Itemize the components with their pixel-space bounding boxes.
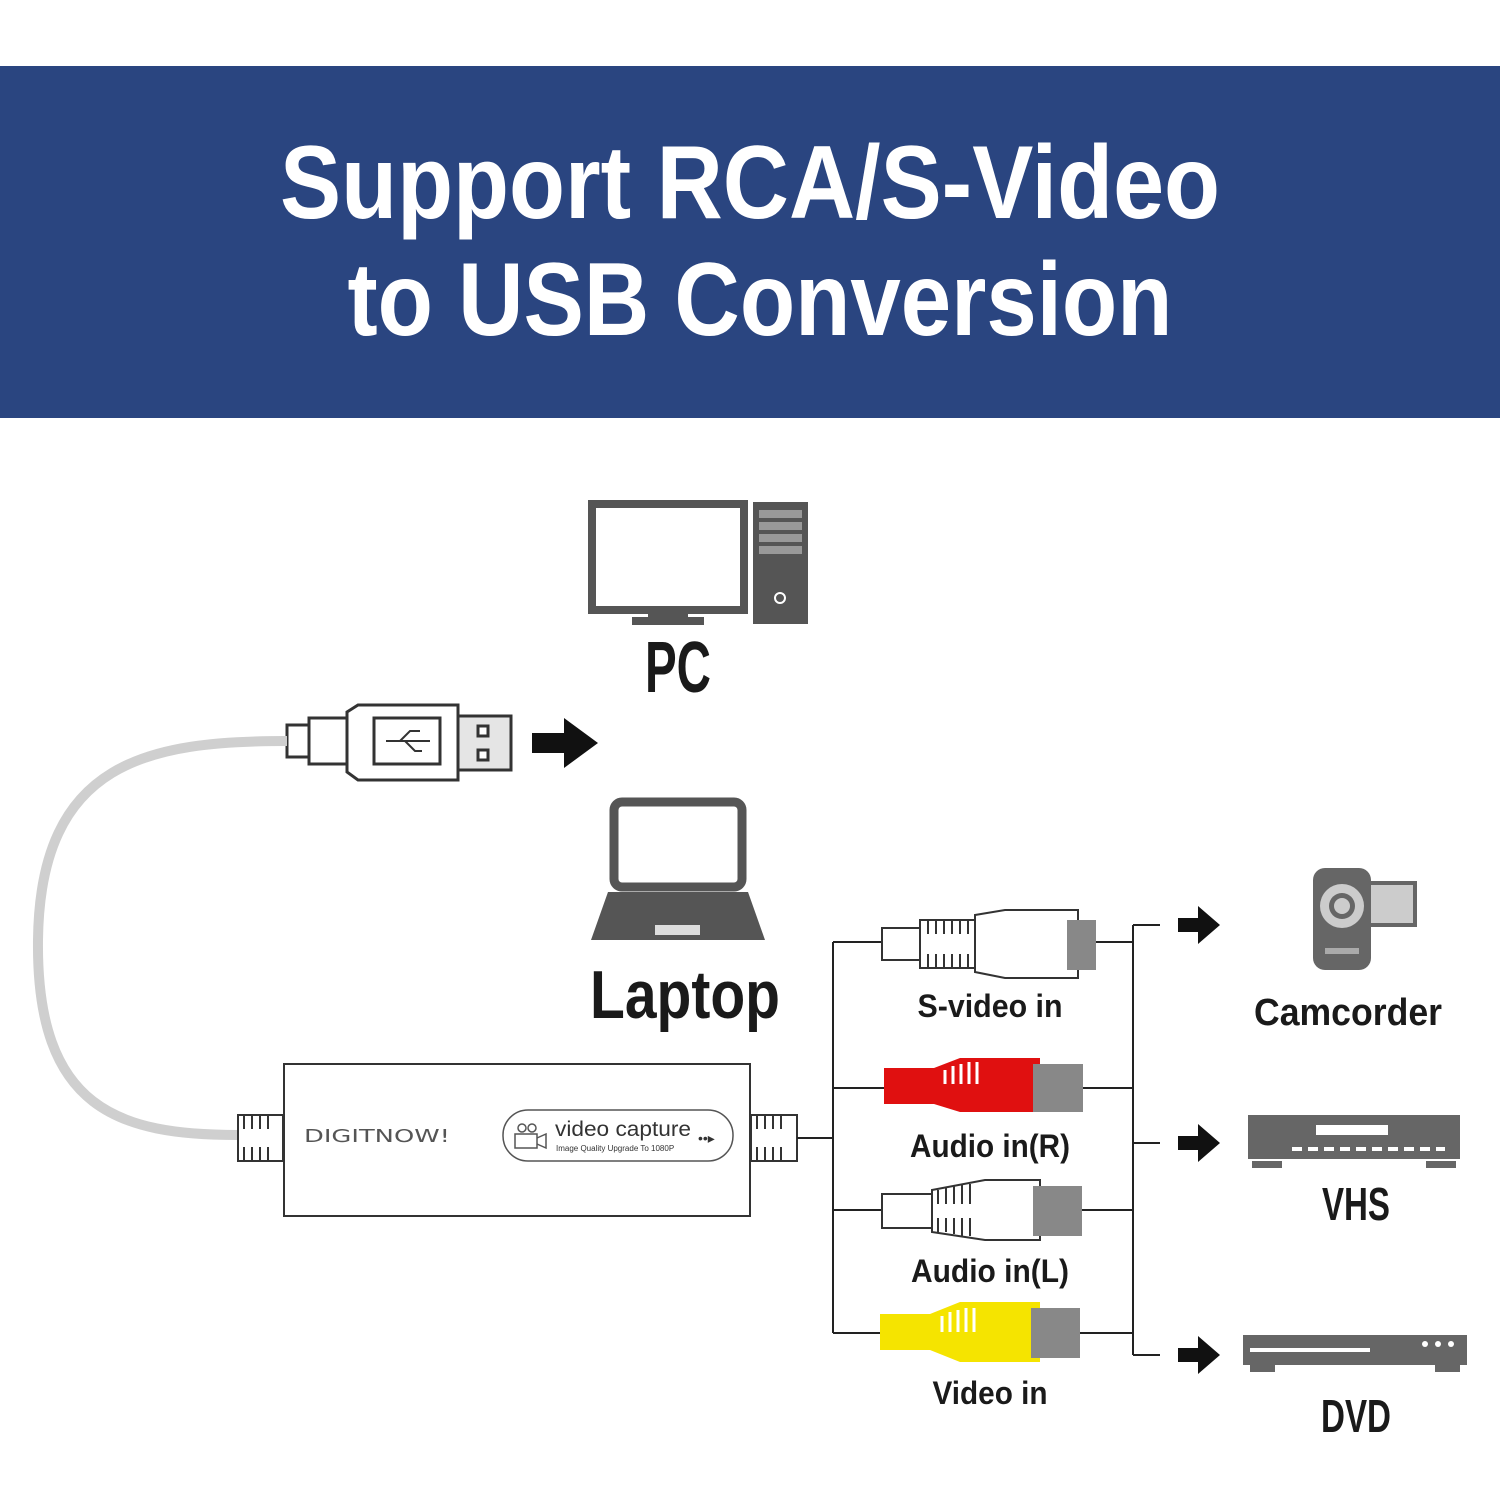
s-video-label: S-video in bbox=[918, 988, 1063, 1024]
dvd-label: DVD bbox=[1321, 1390, 1391, 1442]
usb-plug-icon bbox=[285, 703, 513, 782]
arrow-camcorder-icon bbox=[1178, 906, 1220, 944]
header-band bbox=[0, 66, 1500, 418]
video-connector bbox=[880, 1302, 1080, 1362]
vhs-label: VHS bbox=[1322, 1178, 1390, 1230]
laptop-icon bbox=[591, 797, 765, 940]
pc-label: PC bbox=[645, 628, 711, 708]
s-video-connector bbox=[881, 909, 1096, 979]
brand-logo: DIGITNOW! bbox=[304, 1126, 450, 1147]
product-name: video capture bbox=[555, 1118, 691, 1141]
camcorder-icon bbox=[1313, 868, 1417, 970]
product-subtitle: Image Quality Upgrade To 1080P bbox=[556, 1144, 674, 1153]
title-line-1: Support RCA/S-Video bbox=[280, 125, 1220, 241]
usb-cable bbox=[32, 736, 288, 1140]
capture-device bbox=[237, 1063, 798, 1217]
vhs-icon bbox=[1248, 1115, 1460, 1168]
wiring bbox=[797, 924, 1160, 1356]
laptop-label: Laptop bbox=[590, 957, 780, 1033]
audio-r-label: Audio in(R) bbox=[910, 1128, 1070, 1164]
audio-r-connector bbox=[884, 1058, 1083, 1112]
arrow-vhs-icon bbox=[1178, 1124, 1220, 1162]
arrow-dvd-icon bbox=[1178, 1336, 1220, 1374]
dots-arrow-icon: ••▸ bbox=[698, 1130, 715, 1146]
dvd-icon bbox=[1243, 1335, 1467, 1372]
arrow-to-pc-icon bbox=[532, 718, 598, 768]
camera-icon bbox=[514, 1123, 547, 1150]
camcorder-label: Camcorder bbox=[1254, 992, 1442, 1034]
pc-icon bbox=[588, 500, 808, 625]
audio-l-label: Audio in(L) bbox=[911, 1253, 1069, 1289]
video-in-label: Video in bbox=[933, 1375, 1048, 1411]
audio-l-connector bbox=[881, 1179, 1082, 1241]
title-line-2: to USB Conversion bbox=[348, 242, 1173, 358]
